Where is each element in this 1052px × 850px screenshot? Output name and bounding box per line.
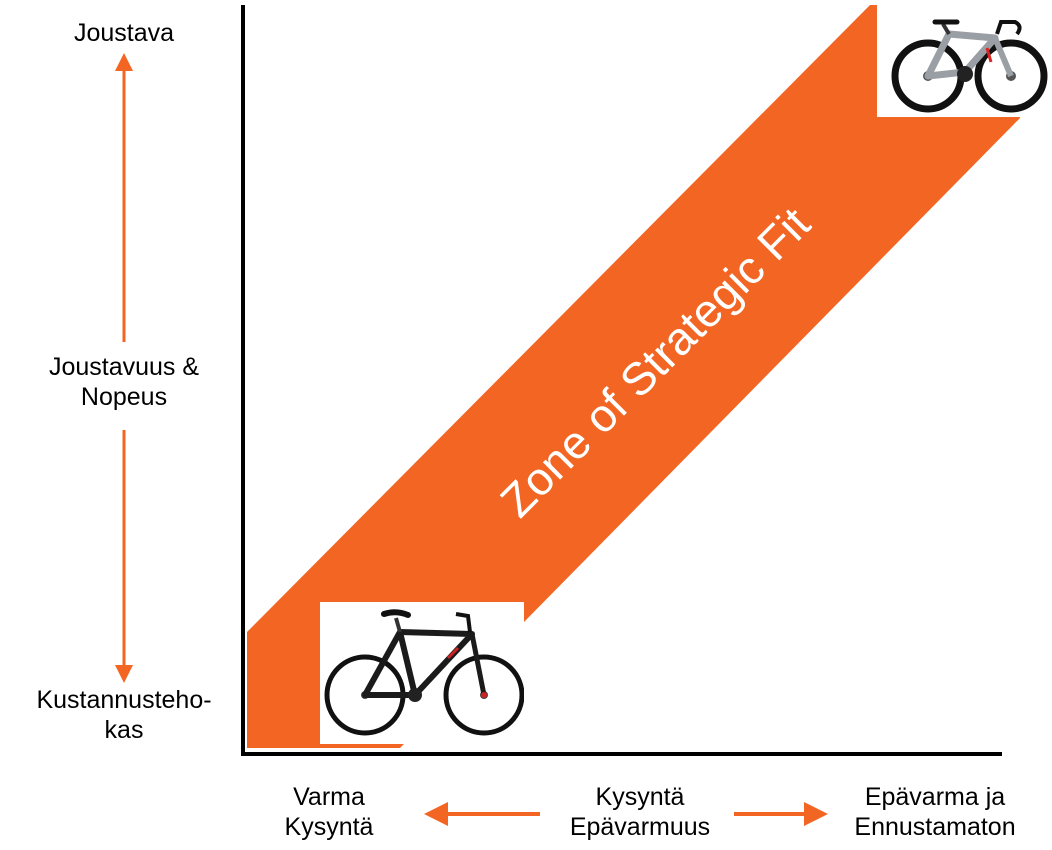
x-axis-right-label: Epävarma ja Ennustamaton — [830, 782, 1040, 842]
road-bike-icon — [877, 0, 1050, 117]
x-axis-right-label-line2: Ennustamaton — [854, 813, 1016, 841]
y-axis-bottom-label: Kustannusteho- kas — [4, 685, 244, 745]
x-axis-right-label-line1: Epävarma ja — [864, 783, 1006, 811]
zone-of-strategic-fit-band — [247, 5, 1020, 748]
y-axis-bottom-label-line1: Kustannusteho- — [36, 686, 212, 714]
y-axis-top-label: Joustava — [34, 18, 214, 48]
y-axis-middle-label-line1: Joustavuus & — [48, 353, 200, 381]
y-axis-top-label-text: Joustava — [73, 19, 175, 47]
hybrid-bike-icon — [320, 602, 524, 744]
y-axis-bottom-label-line2: kas — [104, 716, 144, 744]
x-axis-center-label-line1: Kysyntä — [595, 783, 685, 811]
x-axis-center-label: Kysyntä Epävarmuus — [545, 782, 735, 842]
x-axis-left-label: Varma Kysyntä — [254, 782, 404, 842]
y-axis-middle-label: Joustavuus & Nopeus — [14, 352, 234, 412]
y-axis-middle-label-line2: Nopeus — [80, 383, 168, 411]
x-axis-left-label-line1: Varma — [293, 783, 365, 811]
x-axis-left-label-line2: Kysyntä — [284, 813, 374, 841]
x-axis-center-label-line2: Epävarmuus — [569, 813, 711, 841]
